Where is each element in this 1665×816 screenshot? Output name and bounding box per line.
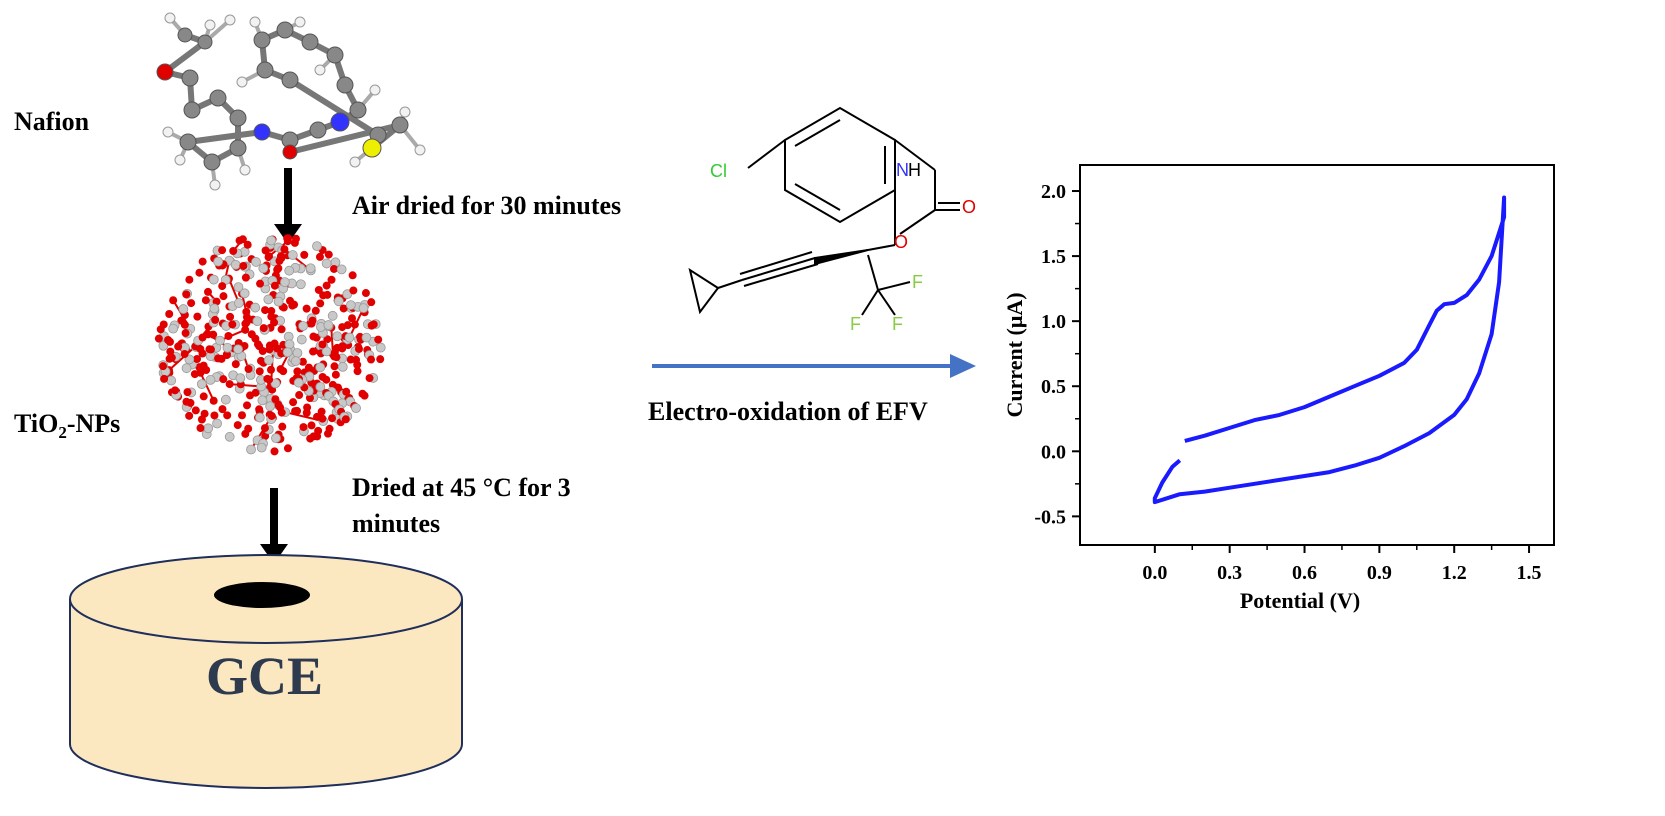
y-axis-label: Current (μA) [1002, 292, 1027, 417]
x-tick-label: 1.2 [1442, 562, 1467, 584]
plot-ticks: 0.0 0.3 0.6 0.9 1.2 1.5 -0.5 0.0 0.5 1.0 1.5 2.0 [1034, 181, 1541, 584]
tio2-nanoparticle-model [154, 234, 386, 456]
y-tick-label: 2.0 [1041, 181, 1066, 203]
y-tick-label: -0.5 [1034, 506, 1066, 528]
electrode-label: GCE [206, 646, 324, 706]
step2-label-line1: Dried at 45 °C for 3 [352, 473, 571, 502]
tio2-label: TiO2-NPs [14, 408, 120, 449]
cv-plot: 0.0 0.3 0.6 0.9 1.2 1.5 -0.5 0.0 0.5 1.0 1.5 2.0 Po… [1002, 164, 1555, 613]
chlorine-atom-label: Cl [710, 161, 727, 181]
hydrogen-atom-label: H [908, 160, 921, 180]
fluorine-atom-label-3: F [892, 314, 903, 334]
tio2-text: TiO [14, 409, 59, 438]
process-label: Electro-oxidation of EFV [648, 397, 928, 426]
efavirenz-structure [688, 106, 960, 316]
nitrogen-atom-label: N [896, 160, 909, 180]
arrow-down-2 [260, 488, 288, 564]
nafion-label: Nafion [14, 107, 90, 136]
x-tick-label: 1.5 [1517, 562, 1542, 584]
nafion-molecule-model [156, 12, 426, 191]
x-axis-label: Potential (V) [1240, 588, 1360, 613]
fluorine-atom-label-1: F [912, 272, 923, 292]
step2-label-line2: minutes [352, 509, 441, 538]
y-tick-label: 0.5 [1041, 376, 1066, 398]
step1-label: Air dried for 30 minutes [352, 191, 622, 220]
tio2-subscript: 2 [58, 423, 67, 443]
ring-oxygen-label: O [894, 232, 908, 252]
gce-electrode [69, 554, 463, 789]
process-arrow [652, 354, 976, 378]
y-tick-label: 0.0 [1041, 441, 1066, 463]
y-tick-label: 1.5 [1041, 246, 1066, 268]
y-tick-label: 1.0 [1041, 311, 1066, 333]
carbonyl-oxygen-label: O [962, 197, 976, 217]
x-tick-label: 0.6 [1292, 562, 1317, 584]
cv-curve [1152, 195, 1507, 505]
electrode-surface-dot [214, 582, 310, 608]
x-tick-label: 0.3 [1217, 562, 1242, 584]
arrow-down-1 [274, 168, 302, 244]
plot-frame [1079, 164, 1555, 546]
x-tick-label: 0.0 [1142, 562, 1167, 584]
tio2-suffix: -NPs [66, 409, 121, 438]
fluorine-atom-label-2: F [850, 314, 861, 334]
x-tick-label: 0.9 [1367, 562, 1392, 584]
